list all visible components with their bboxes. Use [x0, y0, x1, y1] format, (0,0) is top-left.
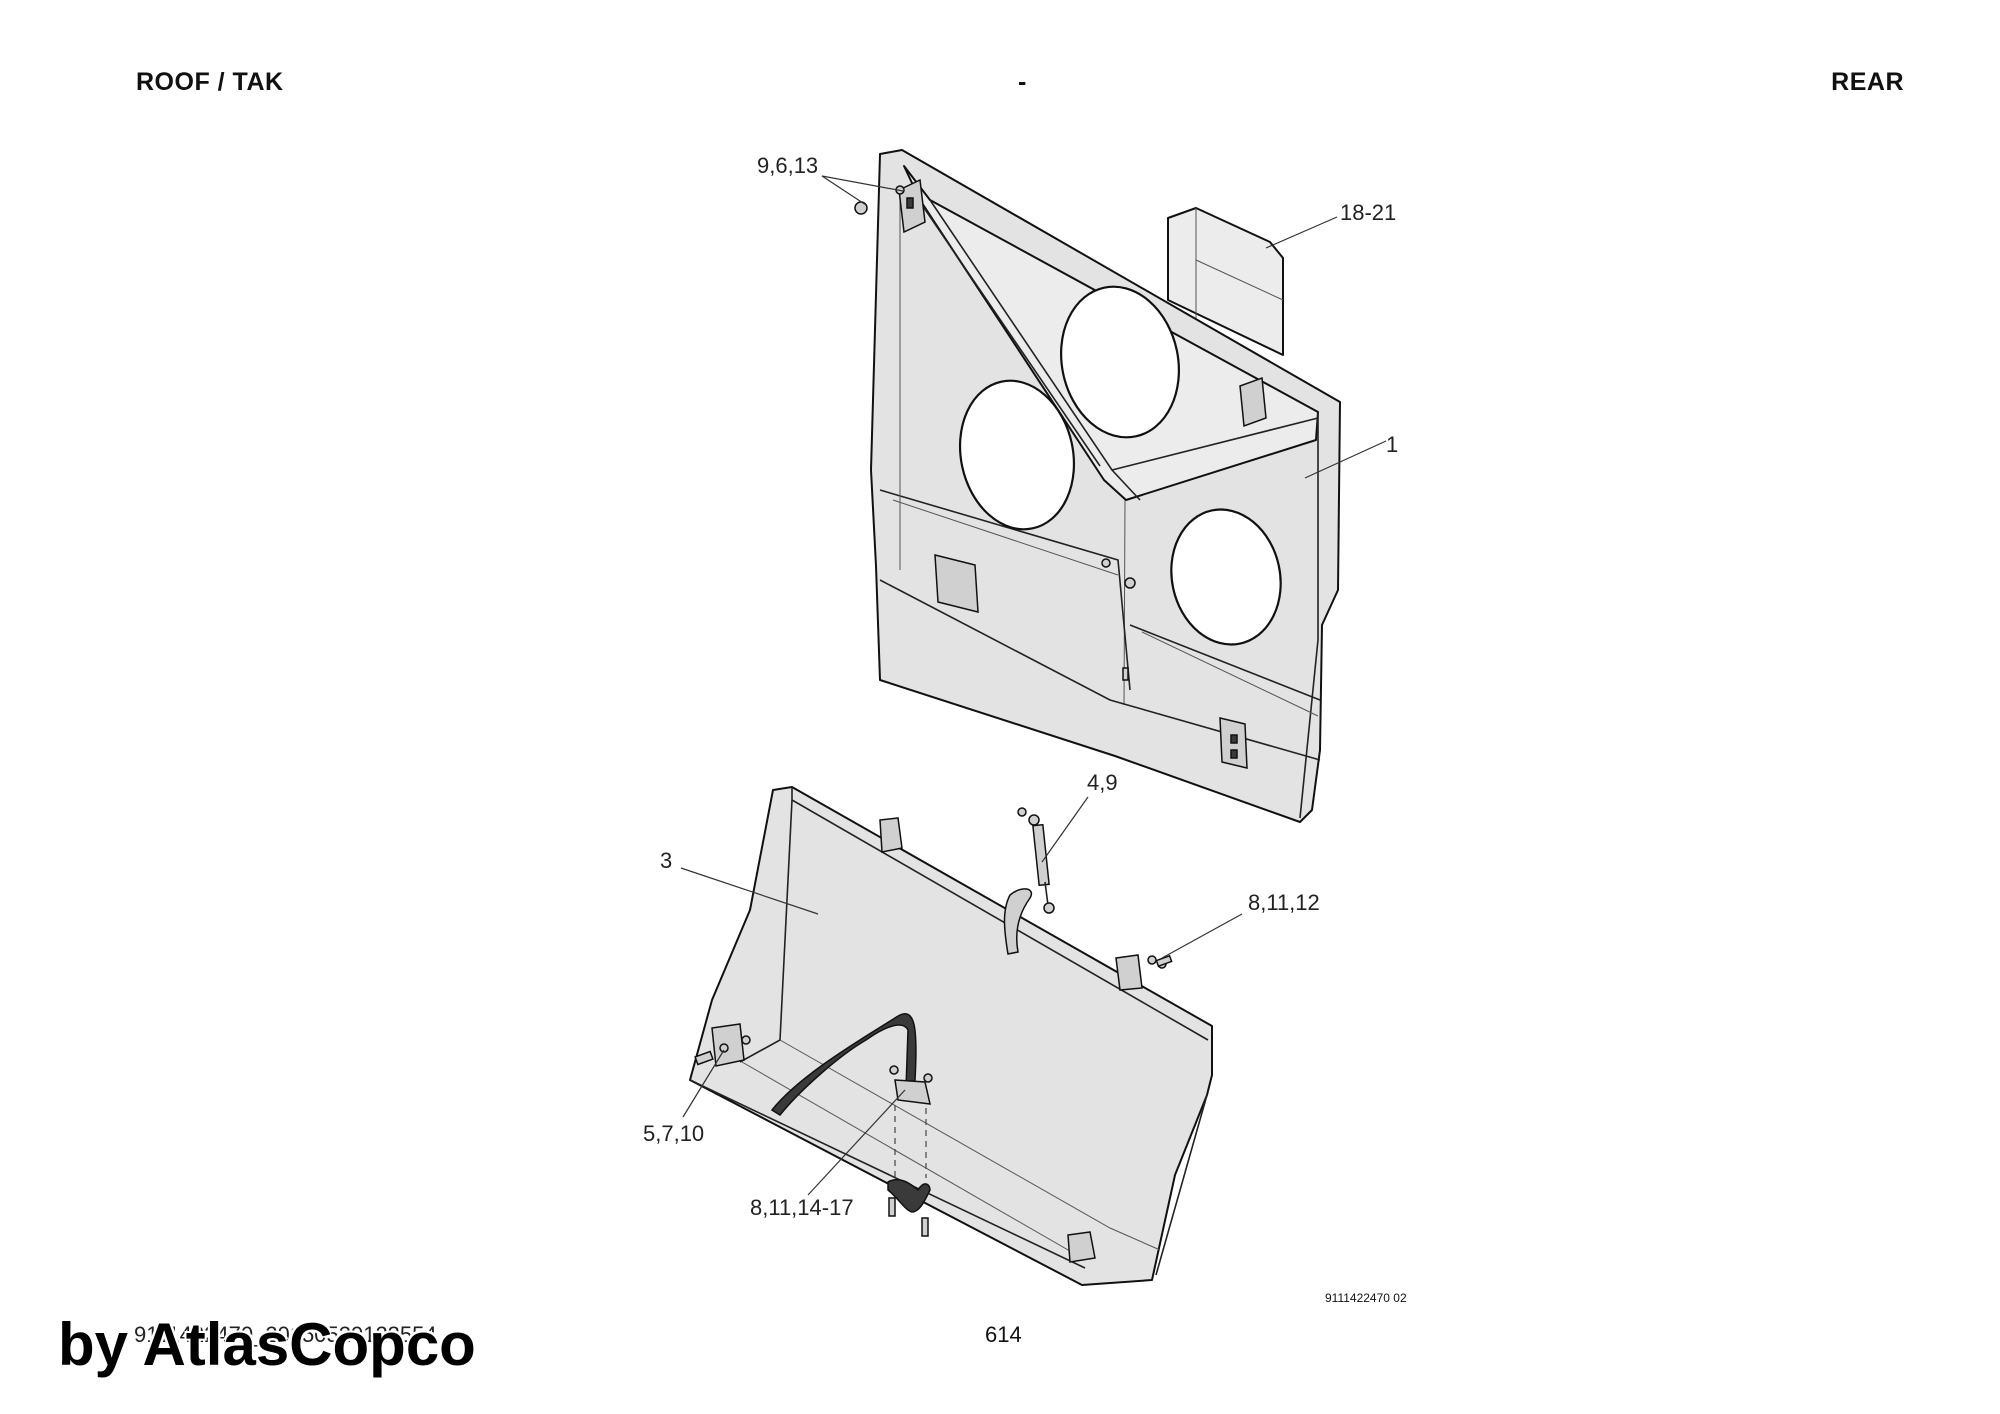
callout-9-6-13: 9,6,13 [757, 153, 818, 178]
callout-8-11-14-17: 8,11,14-17 [750, 1195, 854, 1220]
lower-cover-panel [689, 786, 1213, 1286]
panel-opening-top [1060, 285, 1180, 439]
callout-8-11-12: 8,11,12 [1248, 890, 1320, 915]
panel-opening-right [1170, 508, 1282, 646]
callout-1: 1 [1386, 432, 1398, 457]
callout-3: 3 [660, 848, 672, 873]
page-number: 614 [985, 1322, 1022, 1347]
drawing-number: 9111422470 02 [1325, 1291, 1407, 1305]
gas-strut [1032, 823, 1050, 887]
section-subtitle-separator: - [1018, 68, 1027, 96]
roof-rear-panel [854, 149, 1341, 823]
panel-opening-left [958, 379, 1076, 531]
section-title: ROOF / TAK [136, 68, 284, 96]
leader-lines [680, 175, 1387, 1196]
watermark: by AtlasCopco [58, 1311, 476, 1378]
view-label: REAR [1831, 68, 1904, 96]
callout-4-9: 4,9 [1087, 770, 1118, 795]
callout-18-21: 18-21 [1340, 200, 1396, 225]
callout-5-7-10: 5,7,10 [643, 1121, 704, 1146]
document-id: 9111422470_20150529123554 [134, 1322, 437, 1347]
